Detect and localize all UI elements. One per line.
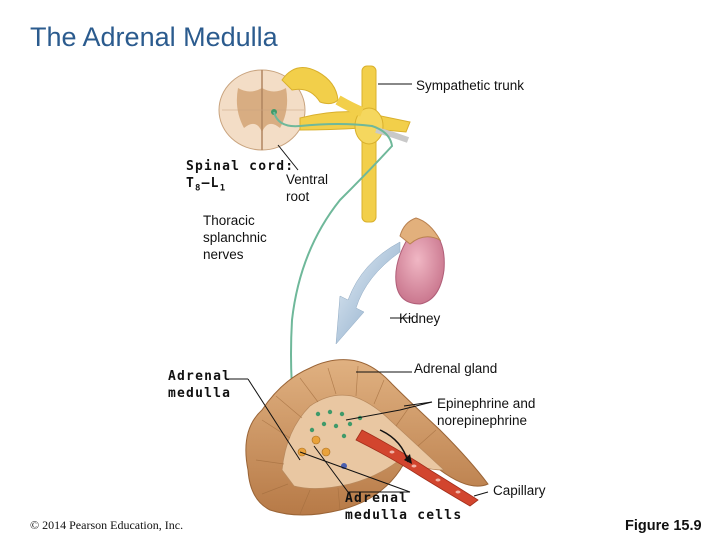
zoom-arrow xyxy=(335,241,401,345)
label-spinal-cord-t-sub: 8 xyxy=(195,183,202,194)
label-adrenal-gland: Adrenal gland xyxy=(414,361,498,376)
label-adrenal-medulla: Adrenal medulla xyxy=(168,369,232,401)
label-kidney: Kidney xyxy=(399,311,441,326)
label-sympathetic-trunk: Sympathetic trunk xyxy=(416,78,525,93)
figure-number: Figure 15.9 xyxy=(625,518,702,534)
spinal-cord-section xyxy=(218,69,306,151)
label-spinal-cord-l-sub: 1 xyxy=(219,183,227,194)
label-adrenal-medulla-cells: Adrenal medulla cells xyxy=(345,491,463,523)
label-spinal-cord-t: T xyxy=(186,176,196,191)
label-capillary: Capillary xyxy=(493,483,546,498)
label-thoracic-splanchnic-nerves: Thoracic splanchnic nerves xyxy=(203,213,267,262)
kidney xyxy=(395,217,445,305)
copyright-notice: © 2014 Pearson Education, Inc. xyxy=(30,518,184,532)
label-spinal-cord: Spinal cord: T8–L1 xyxy=(186,158,294,198)
label-ventral-root: Ventral root xyxy=(286,172,329,204)
page-title: The Adrenal Medulla xyxy=(30,22,278,52)
adrenal-gland-section xyxy=(245,359,489,516)
leader-lines xyxy=(228,83,489,497)
label-epinephrine-norepinephrine: Epinephrine and norepinephrine xyxy=(437,396,536,428)
label-spinal-cord-line1: Spinal cord: xyxy=(186,159,295,174)
sympathetic-trunk xyxy=(281,65,411,223)
splanchnic-nerve-fiber xyxy=(273,111,394,451)
label-spinal-cord-dash: –L xyxy=(201,176,220,191)
